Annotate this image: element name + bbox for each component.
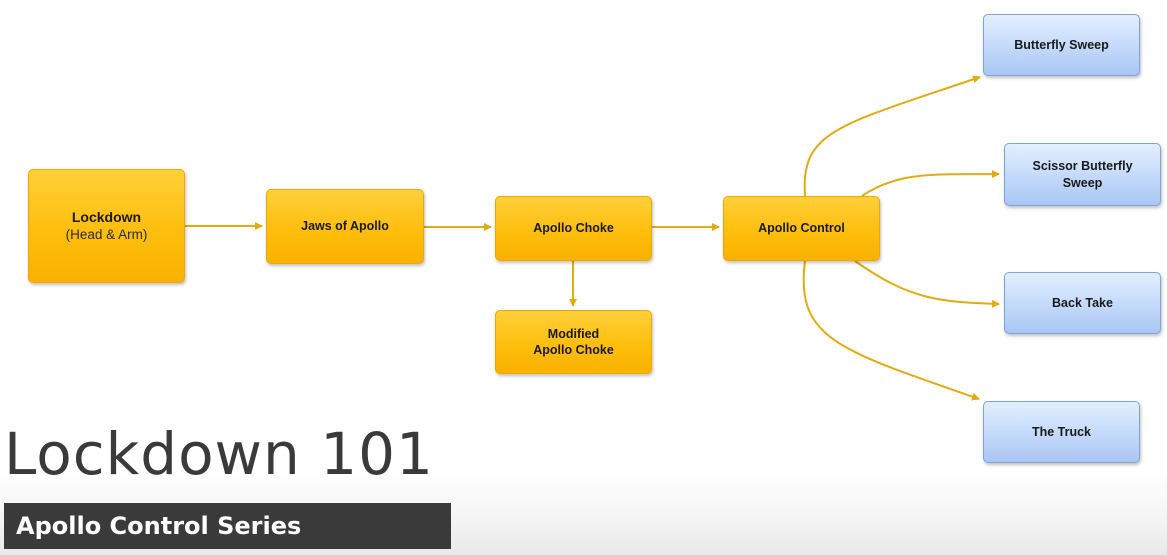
node-back-take-label: Back Take bbox=[1052, 295, 1113, 310]
node-lockdown: Lockdown (Head & Arm) bbox=[28, 169, 185, 283]
arrow-control-to-back-take bbox=[854, 260, 1000, 308]
node-butterfly-label: Butterfly Sweep bbox=[1014, 37, 1109, 52]
node-modified-apollo-choke: Modified Apollo Choke bbox=[495, 310, 652, 374]
node-modified-label-line2: Apollo Choke bbox=[533, 343, 614, 357]
arrow-control-to-scissor bbox=[861, 170, 1000, 197]
node-the-truck: The Truck bbox=[983, 401, 1140, 463]
node-choke-label: Apollo Choke bbox=[533, 221, 614, 236]
node-lockdown-title: Lockdown bbox=[71, 209, 142, 226]
node-apollo-control: Apollo Control bbox=[723, 196, 880, 261]
arrow-control-to-butterfly bbox=[803, 75, 981, 197]
node-scissor-label-line2: Sweep bbox=[1062, 175, 1103, 190]
node-scissor-label-line1: Scissor Butterfly bbox=[1032, 159, 1133, 174]
node-back-take: Back Take bbox=[1004, 272, 1161, 334]
overlay-subtitle-banner: Apollo Control Series bbox=[4, 503, 451, 549]
node-truck-label: The Truck bbox=[1031, 424, 1092, 439]
node-butterfly-sweep: Butterfly Sweep bbox=[983, 14, 1140, 76]
overlay-subtitle: Apollo Control Series bbox=[16, 512, 302, 540]
arrow-control-to-truck bbox=[802, 260, 980, 401]
node-jaws-label: Jaws of Apollo bbox=[301, 219, 389, 234]
node-lockdown-subtitle: (Head & Arm) bbox=[65, 227, 148, 243]
node-scissor-butterfly-sweep: Scissor Butterfly Sweep bbox=[1004, 143, 1161, 206]
node-control-label: Apollo Control bbox=[758, 221, 845, 236]
node-apollo-choke: Apollo Choke bbox=[495, 196, 652, 261]
overlay-title: Lockdown 101 bbox=[4, 420, 434, 488]
node-jaws-of-apollo: Jaws of Apollo bbox=[266, 189, 424, 264]
node-modified-label-line1: Modified bbox=[547, 326, 600, 341]
